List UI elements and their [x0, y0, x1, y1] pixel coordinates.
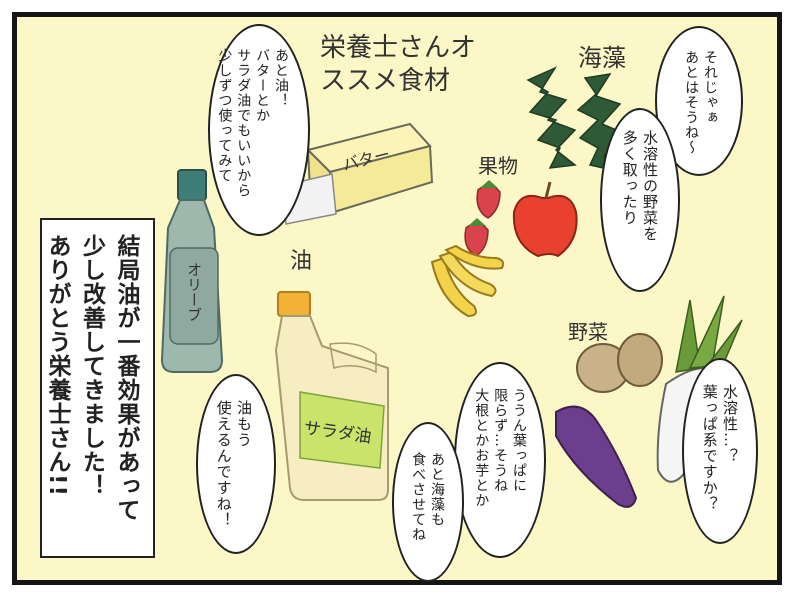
speech-bubble-question: 水溶性…？ 葉っぱ系ですか？: [682, 358, 758, 544]
narration-box: 結局油が一番効果があって 少し改善してきました！ ありがとう栄養士さん!!: [40, 218, 155, 558]
salad-oil-bottle: [274, 291, 389, 501]
bananas: [430, 244, 505, 318]
speech-bubble-not-only-leafy: ううん葉っぱに 限らず…そうね 大根とかお芋とか: [454, 362, 546, 558]
olive-oil-bottle: [160, 169, 224, 373]
sweet-potato: [555, 405, 638, 508]
label-seaweed: 海藻: [578, 44, 626, 72]
seaweed-strip-1: [526, 66, 577, 169]
label-olive: オリーブ: [185, 262, 203, 322]
speech-bubble-eat-seaweed: あと海藻も 食べさせてね: [392, 422, 464, 582]
apple: [512, 181, 578, 258]
speech-bubble-oil-ok: 油もう 使えるんですね！: [196, 374, 276, 554]
speech-bubble-oil-advice: あと油！ バターとか サラダ油でもいいから 少しずつ使ってみて: [208, 24, 310, 236]
speech-bubble-water-soluble: 水溶性の野菜を 多く取ったり: [600, 108, 680, 292]
label-vegetables: 野菜: [568, 320, 608, 344]
panel-title: 栄養士さんオススメ食材: [320, 33, 477, 96]
label-oil: 油: [290, 249, 313, 274]
potatoes: [576, 333, 663, 393]
label-fruit: 果物: [478, 154, 518, 178]
strawberries: [464, 180, 501, 257]
